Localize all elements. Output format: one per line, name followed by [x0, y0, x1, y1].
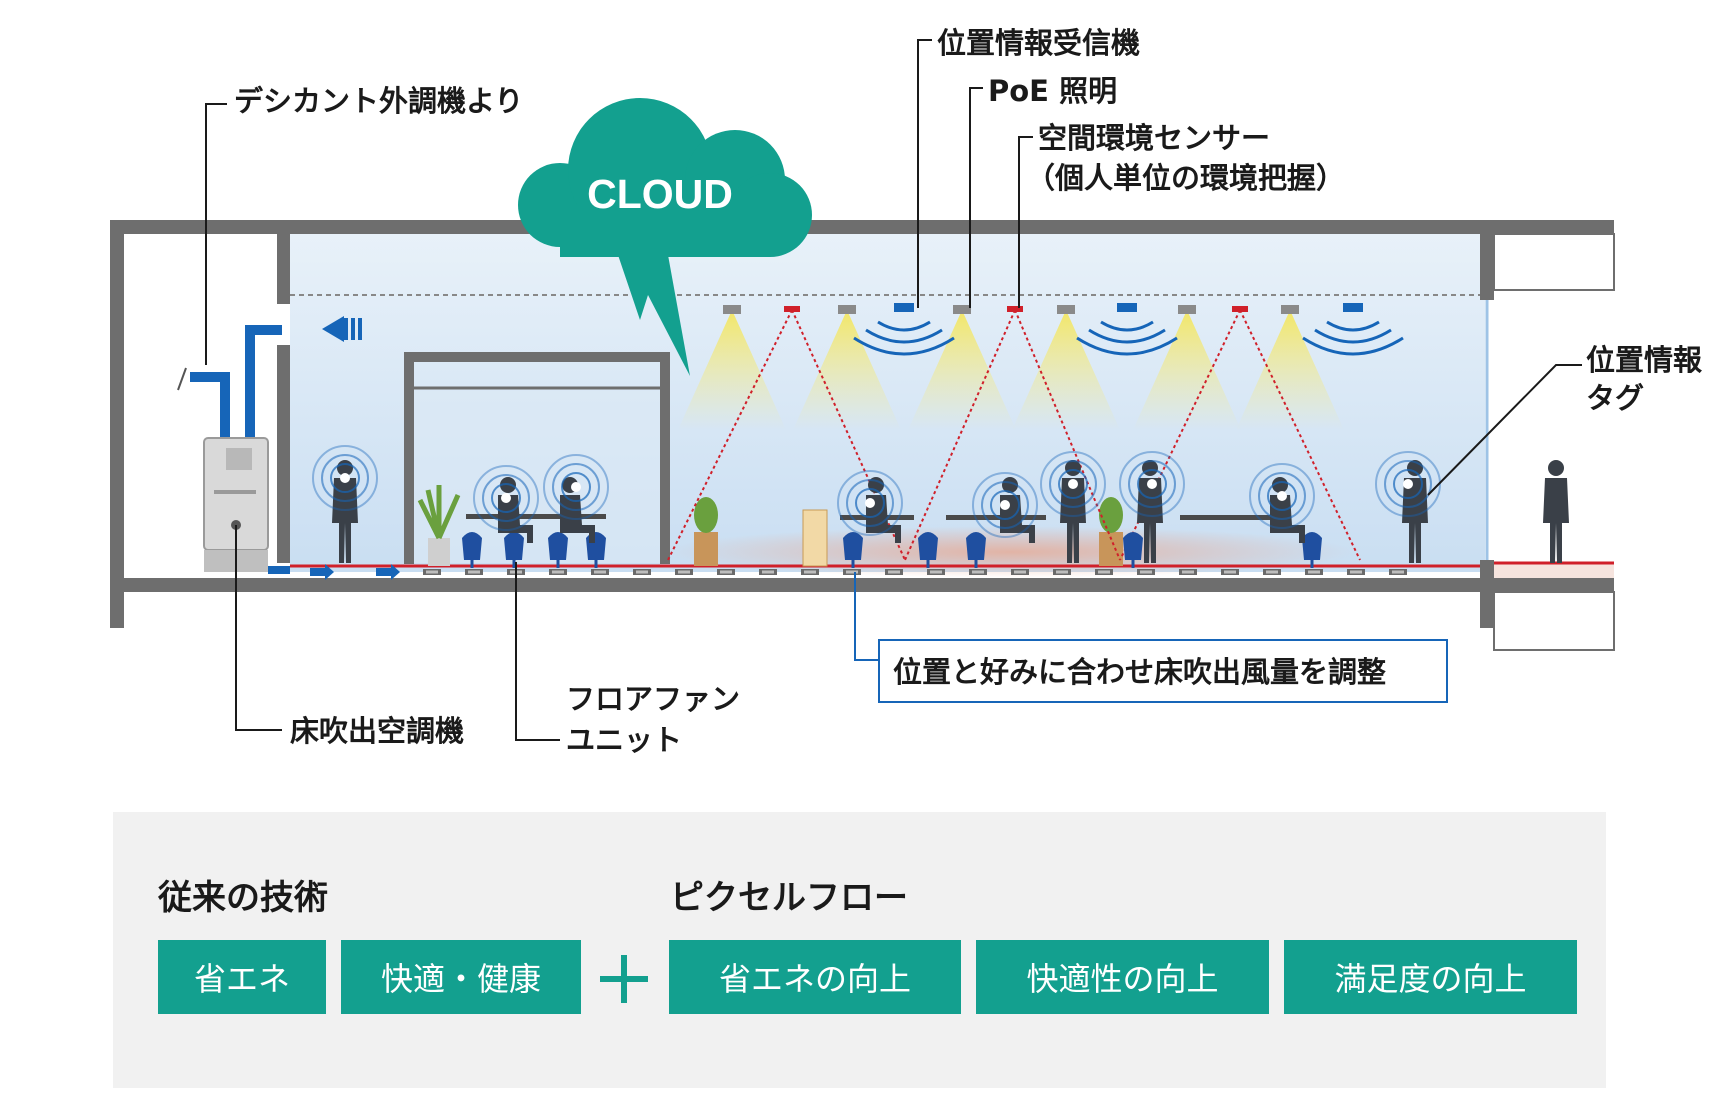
cloud-label: CLOUD	[587, 171, 733, 217]
building-section-diagram: CLOUD 位置情報受信機 PoE 照明 空間環境センサー （個人単位の環境把握…	[110, 26, 1703, 757]
ffu-label-line2: ユニット	[566, 723, 682, 757]
sensor-label-line2: （個人単位の環境把握）	[1026, 161, 1345, 195]
adjust-label: 位置と好みに合わせ床吹出風量を調整	[893, 655, 1386, 689]
ceiling-slab	[110, 220, 1614, 234]
pixelflow-title: ピクセルフロー	[670, 878, 908, 918]
poe-light-label: PoE 照明	[988, 74, 1117, 108]
conventional-chip-energy: 省エネ	[158, 940, 326, 1014]
tag-label-line2: タグ	[1586, 381, 1644, 415]
receiver-label: 位置情報受信機	[937, 26, 1140, 60]
pixelflow-chip-energy: 省エネの向上	[669, 940, 961, 1014]
poe-lights	[723, 305, 1299, 314]
tag-label-line1: 位置情報	[1586, 343, 1703, 377]
ffu-label-line1: フロアファン	[566, 682, 740, 716]
desiccant-label: デシカント外調機より	[234, 84, 523, 118]
sensor-label-line1: 空間環境センサー	[1038, 121, 1270, 155]
cloud-icon: CLOUD	[518, 98, 812, 376]
left-wall	[110, 220, 124, 628]
environment-sensors	[784, 306, 1248, 312]
leader-lines	[205, 39, 1582, 741]
location-receivers	[852, 303, 1405, 356]
floor-ac-label: 床吹出空調機	[290, 714, 464, 748]
floor-slab	[110, 578, 1614, 592]
plus-icon	[600, 955, 648, 1003]
pixelflow-chip-comfort: 快適性の向上	[976, 940, 1269, 1014]
adjust-callout-box	[878, 639, 1448, 703]
conventional-title: 従来の技術	[158, 878, 328, 918]
pixelflow-chip-satisfaction: 満足度の向上	[1284, 940, 1577, 1014]
conventional-chip-comfort: 快適・健康	[341, 940, 581, 1014]
